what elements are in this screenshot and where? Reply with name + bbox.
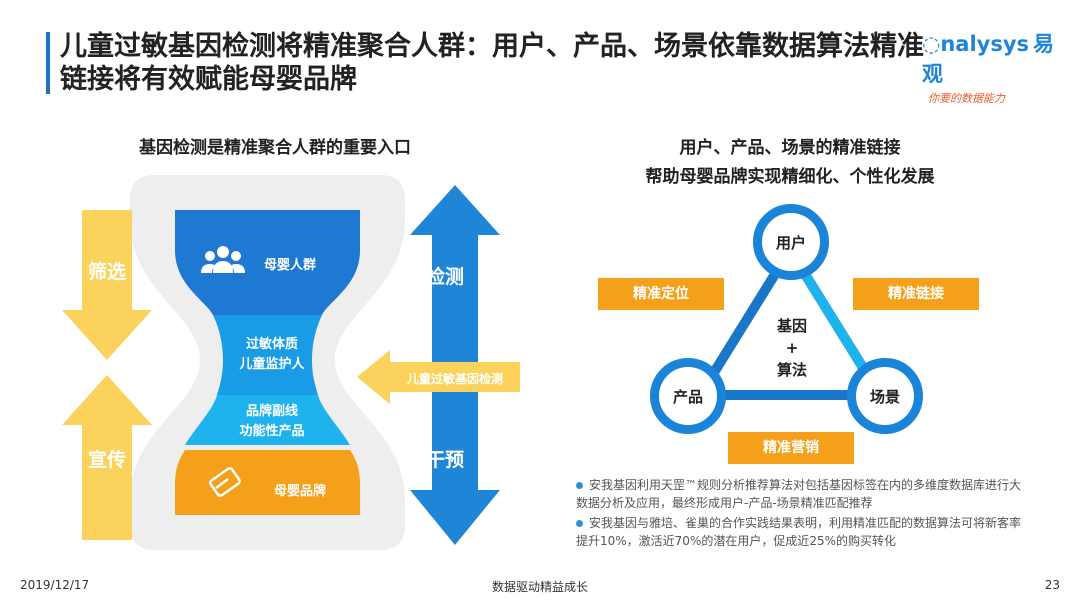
arrow-label-gene-test: 儿童过敏基因检测 bbox=[406, 372, 503, 386]
bullet-dot-icon bbox=[576, 482, 583, 489]
layer-label-brand-line2: 功能性产品 bbox=[239, 424, 305, 439]
people-icon bbox=[201, 246, 245, 273]
center-algorithm: 算法 bbox=[776, 361, 807, 379]
node-user: 用户 bbox=[753, 204, 829, 280]
footer-date: 2019/12/17 bbox=[20, 578, 90, 592]
footer-center: 数据驱动精益成长 bbox=[491, 580, 588, 594]
logo-brand-cn: 易观 bbox=[922, 32, 1055, 86]
layer-label-maternal-crowd: 母婴人群 bbox=[263, 258, 316, 273]
tag-precise-marketing: 精准营销 bbox=[728, 432, 854, 464]
logo-swirl-icon: ◌ bbox=[922, 32, 941, 56]
arrow-down-screening bbox=[62, 210, 152, 360]
bullet-dot-icon bbox=[576, 520, 583, 527]
arrow-label-promotion: 宣传 bbox=[87, 449, 126, 471]
arrow-label-screening: 筛选 bbox=[87, 261, 126, 283]
bullet-text-2: 安我基因与雅培、雀巢的合作实践结果表明，利用精准匹配的数据算法可将新客率提升10… bbox=[576, 516, 1022, 548]
center-gene: 基因 bbox=[776, 317, 807, 335]
bullet-text-1: 安我基因利用天罡™规则分析推荐算法对包括基因标签在内的多维度数据库进行大数据分析… bbox=[576, 478, 1022, 510]
layer-label-allergy-line1: 过敏体质 bbox=[245, 337, 298, 352]
arrow-label-detect: 检测 bbox=[425, 266, 464, 288]
hourglass-diagram bbox=[62, 175, 520, 550]
title-accent-bar bbox=[46, 32, 50, 94]
hourglass-layer-3 bbox=[185, 395, 350, 445]
layer-label-maternal-brand: 母婴品牌 bbox=[273, 484, 326, 499]
tag-precise-positioning: 精准定位 bbox=[598, 278, 724, 310]
logo-slogan: 你要的数据能力 bbox=[928, 92, 1005, 105]
arrow-up-promotion bbox=[62, 375, 152, 540]
layer-label-allergy-line2: 儿童监护人 bbox=[239, 357, 305, 372]
left-heading: 基因检测是精准聚合人群的重要入口 bbox=[139, 138, 411, 158]
hourglass-layer-2 bbox=[213, 315, 322, 395]
triangle-center-text: 基因 + 算法 bbox=[754, 315, 830, 381]
layer-label-brand-line1: 品牌副线 bbox=[245, 404, 298, 419]
node-product: 产品 bbox=[650, 358, 726, 434]
arrow-in-gene-test bbox=[357, 350, 520, 404]
logo-brand: nalysys bbox=[940, 32, 1030, 56]
bullet-item-2: 安我基因与雅培、雀巢的合作实践结果表明，利用精准匹配的数据算法可将新客率提升10… bbox=[576, 514, 1026, 550]
right-heading-line2: 帮助母婴品牌实现精细化、个性化发展 bbox=[645, 167, 935, 187]
tag-precise-linking: 精准链接 bbox=[853, 278, 979, 310]
bullet-item-1: 安我基因利用天罡™规则分析推荐算法对包括基因标签在内的多维度数据库进行大数据分析… bbox=[576, 476, 1026, 512]
hourglass-layer-1 bbox=[175, 210, 360, 315]
node-scene: 场景 bbox=[847, 358, 923, 434]
footer-page-number: 23 bbox=[1044, 578, 1060, 592]
hourglass-layer-4 bbox=[175, 450, 360, 515]
page-title: 儿童过敏基因检测将精准聚合人群：用户、产品、场景依靠数据算法精准链接将有效赋能母… bbox=[60, 31, 924, 95]
center-plus: + bbox=[785, 339, 799, 357]
right-heading-line1: 用户、产品、场景的精准链接 bbox=[679, 138, 901, 158]
arrow-label-intervene: 干预 bbox=[425, 449, 464, 471]
product-card-icon bbox=[209, 467, 241, 497]
